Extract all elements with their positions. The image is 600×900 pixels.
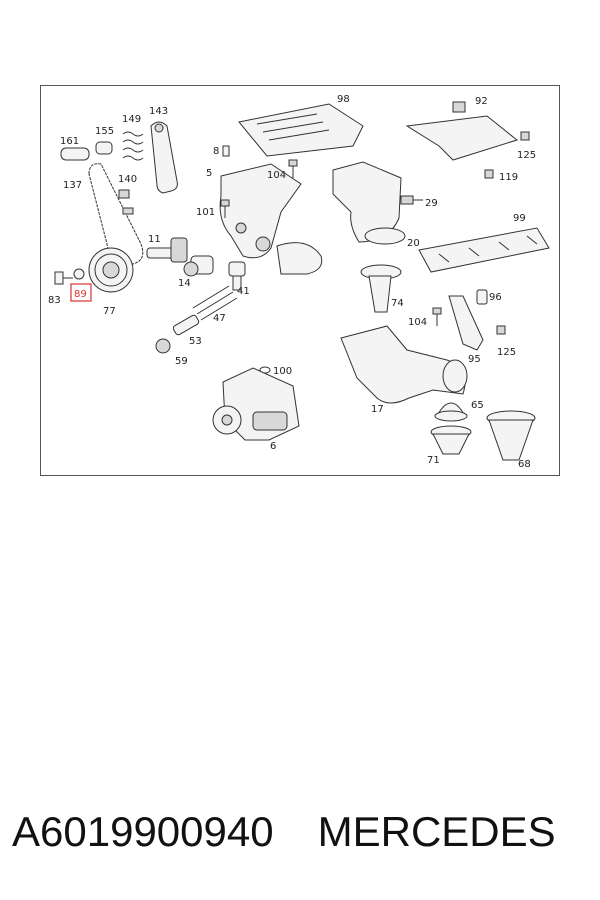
label-92: 92 [475,96,488,107]
part-104-bolt-drawing [288,159,298,178]
label-47: 47 [213,313,226,324]
part-161-pin-drawing [60,147,90,161]
label-140: 140 [118,174,137,185]
part-11-shaft-drawing [146,237,188,263]
part-143-arm-drawing [150,121,178,194]
part-101-bolt-drawing [220,199,230,218]
label-100: 100 [273,366,292,377]
part-53-piston-drawing [172,314,200,336]
label-95: 95 [468,354,481,365]
part-number: A6019900940 [12,808,274,855]
part-5-housing-drawing [219,163,323,275]
label-89: 89 [74,289,87,300]
label-20: 20 [407,238,420,249]
label-96: 96 [489,292,502,303]
label-59: 59 [175,356,188,367]
part-89-washer-drawing [70,268,92,302]
brand-name: MERCEDES [317,808,556,855]
part-65-cap-drawing [434,402,468,422]
part-74-tube-drawing [360,264,402,313]
label-149: 149 [122,114,141,125]
part-41-coupling-drawing [228,261,246,291]
label-65: 65 [471,400,484,411]
label-5: 5 [206,168,212,179]
part-104-bolt-lower-drawing [432,307,442,326]
part-140-drawing [118,189,134,215]
part-71-funnel-drawing [430,425,472,455]
label-17: 17 [371,404,384,415]
label-137: 137 [63,180,82,191]
label-68: 68 [518,459,531,470]
label-104-lower: 104 [408,317,427,328]
part-155-sleeve-drawing [95,141,113,155]
part-29-bolt-drawing [400,195,423,205]
label-98: 98 [337,94,350,105]
part-14-gear-drawing [183,255,214,277]
label-119: 119 [499,172,518,183]
part-59-plug-drawing [155,338,171,354]
part-119-bolt-drawing [484,169,494,179]
label-125-upper: 125 [517,150,536,161]
label-99: 99 [513,213,526,224]
part-68-funnel-drawing [486,410,536,461]
parts-diagram-frame: 161 155 149 143 98 92 137 140 8 5 104 12… [40,85,560,476]
part-20-pipe-drawing [332,161,406,245]
label-71: 71 [427,455,440,466]
part-125-bolt-lower-drawing [496,325,506,335]
label-143: 143 [149,106,168,117]
label-161: 161 [60,136,79,147]
part-83-bolt-drawing [54,271,73,285]
label-83: 83 [48,295,61,306]
part-99-strip-drawing [418,227,550,273]
label-29: 29 [425,198,438,209]
part-92-plate-drawing [405,101,519,161]
label-11: 11 [148,234,161,245]
part-96-sleeve-drawing [476,289,488,305]
label-104: 104 [267,170,286,181]
label-77: 77 [103,306,116,317]
part-149-spring-drawing [122,131,144,161]
part-17-body-drawing [340,325,468,404]
part-8-pin-drawing [222,145,230,157]
part-77-sprocket-drawing [88,247,134,293]
label-6: 6 [270,441,276,452]
label-53: 53 [189,336,202,347]
part-98-cover-drawing [238,103,364,157]
part-95-bracket-drawing [448,295,484,351]
label-74: 74 [391,298,404,309]
label-41: 41 [237,286,250,297]
label-8: 8 [213,146,219,157]
highlight-box-89 [70,283,92,302]
exploded-parts-diagram: 161 155 149 143 98 92 137 140 8 5 104 12… [48,94,550,470]
part-6-pump-drawing [212,367,300,441]
part-47-spring-drawing [192,285,238,321]
product-caption: A6019900940 MERCEDES [12,804,592,860]
label-125-lower: 125 [497,347,516,358]
label-101: 101 [196,207,215,218]
part-125-bolt-upper-drawing [520,131,530,141]
label-155: 155 [95,126,114,137]
label-14: 14 [178,278,191,289]
